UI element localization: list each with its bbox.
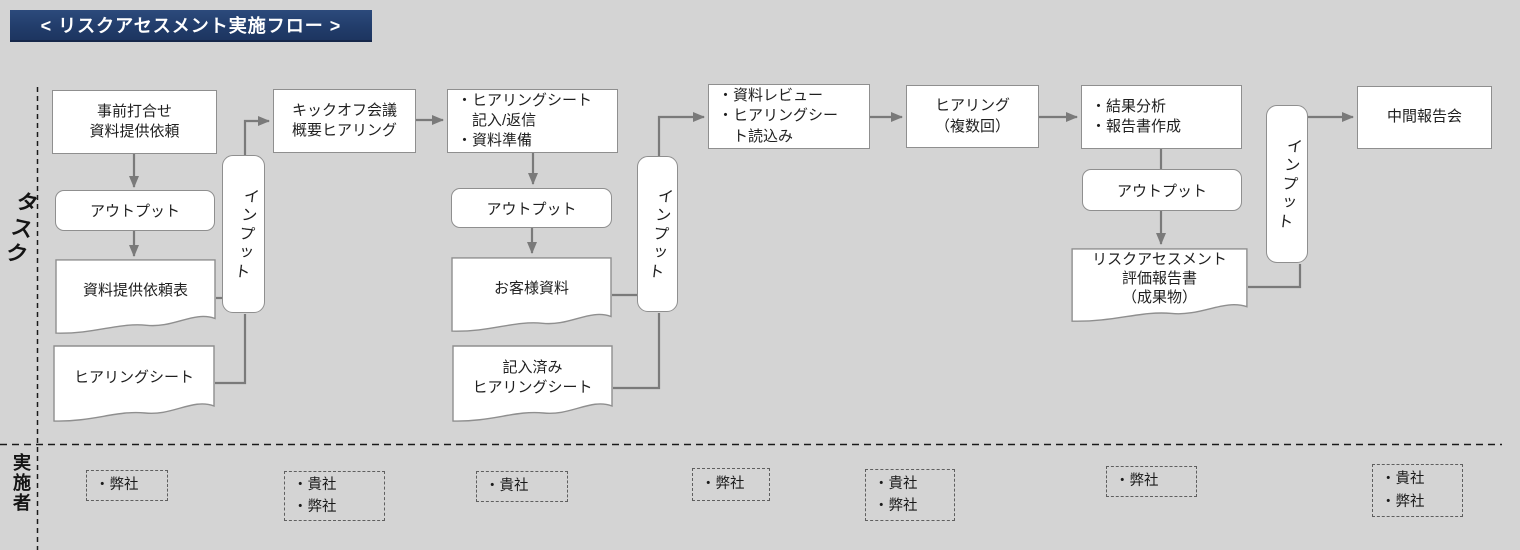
- executor-item: ・貴社: [293, 476, 337, 493]
- document-hearing-sheet: ヒアリングシート: [53, 345, 215, 425]
- document-filled-sheet: 記入済み ヒアリングシート: [452, 345, 613, 425]
- text-line: ト読込み: [733, 127, 794, 145]
- text-line: リスクアセスメント: [1092, 251, 1227, 269]
- text-line: 中間報告会: [1386, 108, 1462, 126]
- text-line: ヒアリングシート: [472, 378, 593, 396]
- task-box-interim-report: 中間報告会: [1357, 86, 1492, 149]
- document-shape: [55, 259, 216, 337]
- text-line: 記入/返信: [472, 111, 537, 129]
- text-line: （複数回）: [934, 117, 1010, 135]
- text-line: アウトプット: [486, 200, 577, 218]
- output-label-box-2: アウトプット: [451, 188, 612, 228]
- text-line: インプット: [1273, 135, 1302, 233]
- text-line: ・ヒアリングシート: [457, 91, 593, 109]
- text-line: 資料提供依頼表: [82, 281, 188, 299]
- task-box-hearing: ヒアリング （複数回）: [906, 85, 1039, 148]
- executor-box-5: ・貴社 ・弊社: [865, 469, 955, 521]
- text-line: アウトプット: [89, 203, 180, 220]
- document-request-sheet: 資料提供依頼表: [55, 259, 216, 337]
- task-box-sheet-fill: ・ヒアリングシート 記入/返信 ・資料準備: [447, 89, 618, 153]
- executor-item: ・弊社: [95, 477, 139, 494]
- text-line: ・資料準備: [457, 132, 533, 150]
- text-line: インプット: [229, 185, 259, 283]
- input-label-box-1: インプット: [222, 155, 265, 313]
- input-label-box-2: インプット: [637, 156, 678, 312]
- text-line: キックオフ会議: [291, 101, 397, 119]
- output-label-box-1: アウトプット: [55, 190, 215, 231]
- task-box-review: ・資料レビュー ・ヒアリングシー ト読込み: [708, 84, 870, 149]
- document-shape: [53, 345, 215, 425]
- task-box-analysis: ・結果分析 ・報告書作成: [1081, 85, 1242, 149]
- document-customer-docs: お客様資料: [451, 257, 612, 335]
- document-assessment-report: リスクアセスメント 評価報告書 （成果物）: [1071, 248, 1248, 325]
- executor-item: ・貴社: [874, 475, 918, 492]
- executor-item: ・弊社: [874, 498, 918, 514]
- executor-box-7: ・貴社 ・弊社: [1372, 464, 1463, 517]
- text-line: 概要ヒアリング: [291, 122, 397, 139]
- executor-item: ・弊社: [1115, 473, 1159, 490]
- text-line: ・ヒアリングシー: [718, 107, 839, 125]
- executor-box-2: ・貴社 ・弊社: [284, 471, 385, 521]
- text-line: （成果物）: [1121, 288, 1197, 306]
- text-line: ・結果分析: [1091, 97, 1167, 115]
- executor-item: ・弊社: [701, 476, 745, 493]
- executor-item: ・貴社: [1381, 471, 1425, 488]
- document-shape: [451, 257, 612, 335]
- flow-arrows: [129, 112, 1354, 390]
- executor-box-1: ・弊社: [86, 470, 168, 501]
- task-box-pre-meeting: 事前打合せ 資料提供依頼: [52, 90, 217, 154]
- text-line: ・資料レビュー: [718, 87, 824, 105]
- document-shape: [1071, 248, 1248, 325]
- executor-box-4: ・弊社: [692, 468, 770, 501]
- executor-item: ・貴社: [485, 478, 529, 495]
- executor-item: ・弊社: [293, 499, 337, 515]
- text-line: お客様資料: [493, 279, 569, 297]
- text-line: 記入済み: [502, 358, 563, 376]
- lane-label-executor: 実施者: [11, 453, 31, 513]
- executor-item: ・弊社: [1381, 493, 1425, 510]
- text-line: ヒアリング: [934, 97, 1010, 115]
- text-line: 事前打合せ: [96, 102, 172, 120]
- document-shape: [452, 345, 613, 425]
- text-line: 評価報告書: [1121, 270, 1197, 288]
- text-line: 資料提供依頼: [89, 123, 180, 140]
- text-line: ヒアリングシート: [73, 368, 194, 386]
- page-title: < リスクアセスメント実施フロー >: [10, 10, 372, 42]
- input-label-box-3: インプット: [1266, 105, 1308, 263]
- executor-box-6: ・弊社: [1106, 466, 1197, 497]
- text-line: インプット: [643, 185, 673, 283]
- text-line: ・報告書作成: [1091, 118, 1182, 135]
- output-label-box-3: アウトプット: [1082, 169, 1242, 211]
- text-line: アウトプット: [1116, 182, 1207, 200]
- task-box-kickoff: キックオフ会議 概要ヒアリング: [273, 89, 416, 153]
- executor-box-3: ・貴社: [476, 471, 568, 502]
